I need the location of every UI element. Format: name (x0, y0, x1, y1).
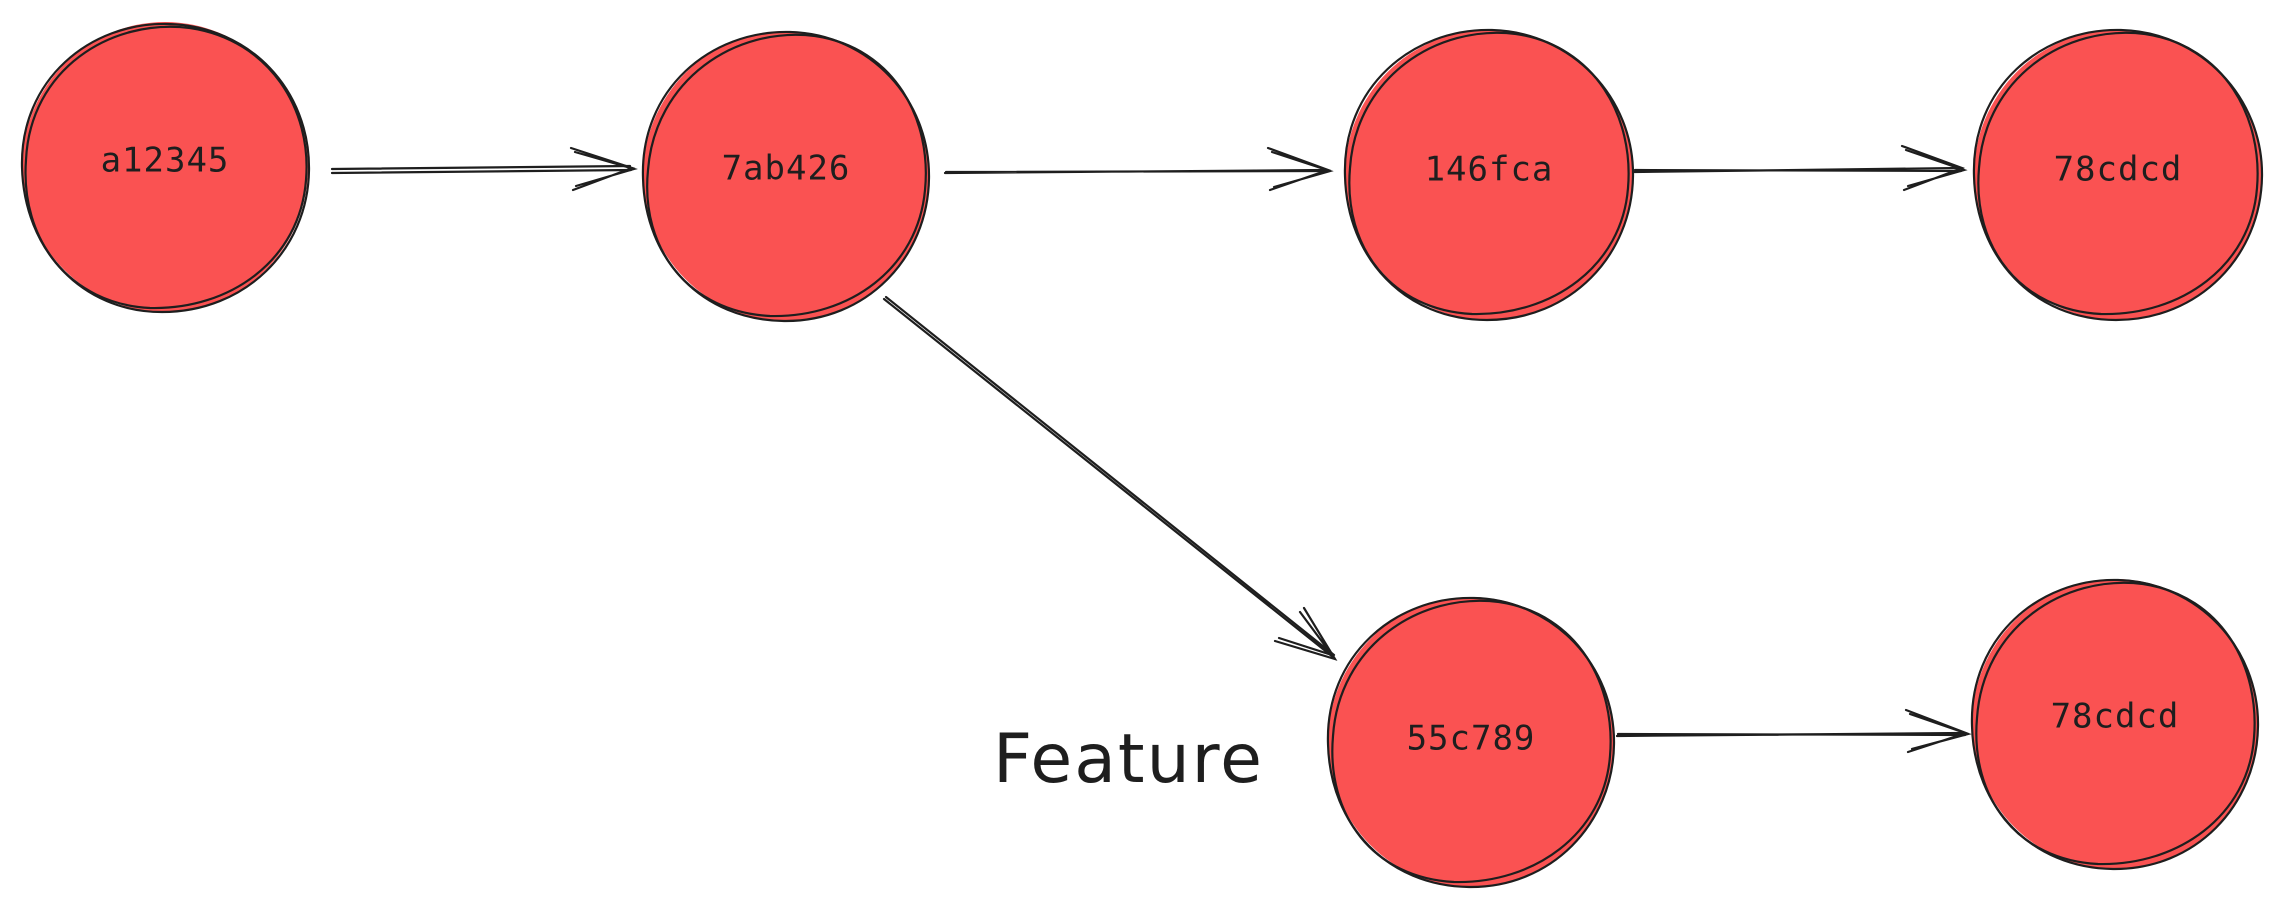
edge-146fca-to-78cdcd-top (1632, 144, 1968, 192)
edge-55c789-to-78cdcd-bottom (1615, 708, 1972, 754)
commit-hash-label: 78cdcd (2051, 697, 2180, 737)
edge-a12345-to-7ab426 (330, 146, 638, 192)
branch-label-feature: Feature (993, 720, 1264, 799)
commit-hash-label: 7ab426 (722, 149, 851, 189)
commit-hash-label: a12345 (101, 141, 230, 181)
edge-7ab426-to-146fca (943, 146, 1334, 192)
commit-node-a12345[interactable]: a12345 (20, 22, 311, 314)
commit-hash-label: 55c789 (1407, 719, 1536, 759)
commit-hash-label: 78cdcd (2054, 150, 2183, 190)
commit-node-146fca[interactable]: 146fca (1343, 28, 1635, 322)
commit-hash-label: 146fca (1425, 150, 1554, 190)
commit-node-55c789[interactable]: 55c789 (1326, 596, 1616, 889)
commit-node-78cdcd-top[interactable]: 78cdcd (1972, 28, 2264, 322)
edge-7ab426-to-55c789 (882, 295, 1338, 661)
commit-node-78cdcd-bottom[interactable]: 78cdcd (1970, 578, 2260, 871)
commit-node-7ab426[interactable]: 7ab426 (641, 30, 931, 323)
